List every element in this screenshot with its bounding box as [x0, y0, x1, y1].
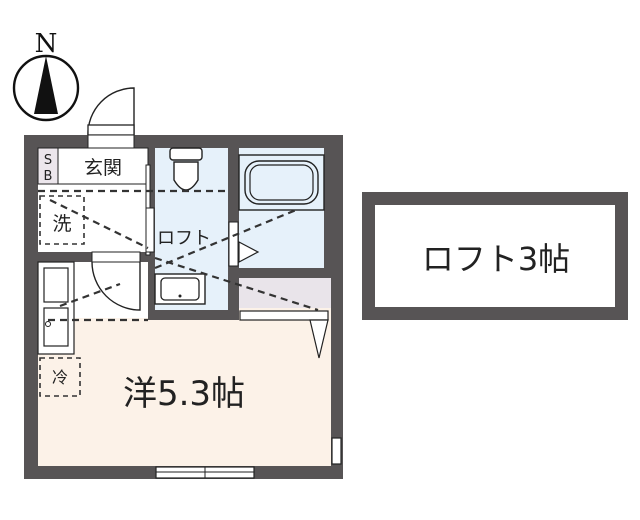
laundry-space [39, 195, 85, 245]
entrance-label: 玄関 [84, 157, 122, 179]
sb-label-b: B [44, 169, 53, 184]
storage-floor [239, 278, 331, 308]
entrance-door [87, 87, 135, 136]
loft-plan-label: ロフト3帖 [422, 240, 570, 278]
entrance-step [57, 147, 149, 185]
window-bottom [155, 466, 255, 479]
bathroom-door [228, 221, 260, 267]
loft-plan: ロフト3帖 [362, 192, 628, 320]
compass: N [12, 29, 80, 122]
loft-outline [38, 189, 319, 322]
sb-label-s: S [44, 153, 52, 168]
fridge-space [39, 357, 81, 397]
compass-north-arrow-icon [34, 56, 58, 114]
entrance-door-opening [87, 134, 135, 149]
loft-marker-label: ロフト [157, 228, 211, 249]
laundry-label: 洗 [52, 213, 71, 235]
kitchen [37, 261, 75, 355]
shoe-box: S B [37, 147, 59, 185]
compass-north-label: N [35, 29, 58, 59]
room-door [91, 251, 141, 311]
toilet-door [145, 207, 155, 253]
western-room-label: 洋5.3帖 [123, 374, 245, 414]
window-right [331, 437, 342, 465]
storage-door [239, 310, 329, 359]
toilet [169, 147, 203, 191]
bathtub [238, 154, 325, 211]
wash-basin [154, 273, 206, 305]
fridge-label: 冷 [52, 368, 68, 387]
